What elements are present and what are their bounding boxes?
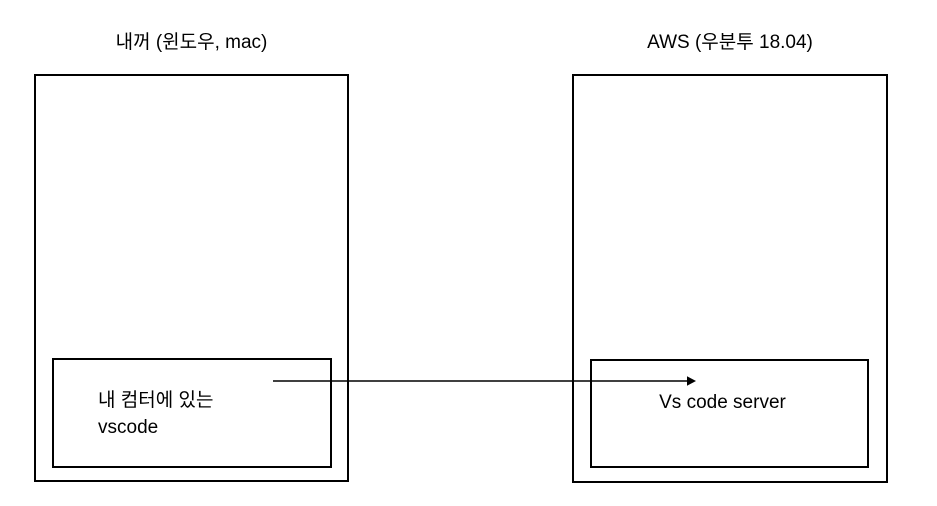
local-vscode-label-line1: 내 컴터에 있는 [98,390,214,411]
local-machine-title: 내꺼 (윈도우, mac) [115,32,268,53]
vscode-server-box: Vs code server [590,359,869,468]
local-vscode-label-line2: vscode [98,417,159,438]
aws-title: AWS (우분투 18.04) [647,32,813,53]
local-vscode-label: 내 컴터에 있는 vscode [98,387,213,441]
local-vscode-box: 내 컴터에 있는 vscode [52,358,332,468]
vscode-server-label: Vs code server [659,392,786,413]
